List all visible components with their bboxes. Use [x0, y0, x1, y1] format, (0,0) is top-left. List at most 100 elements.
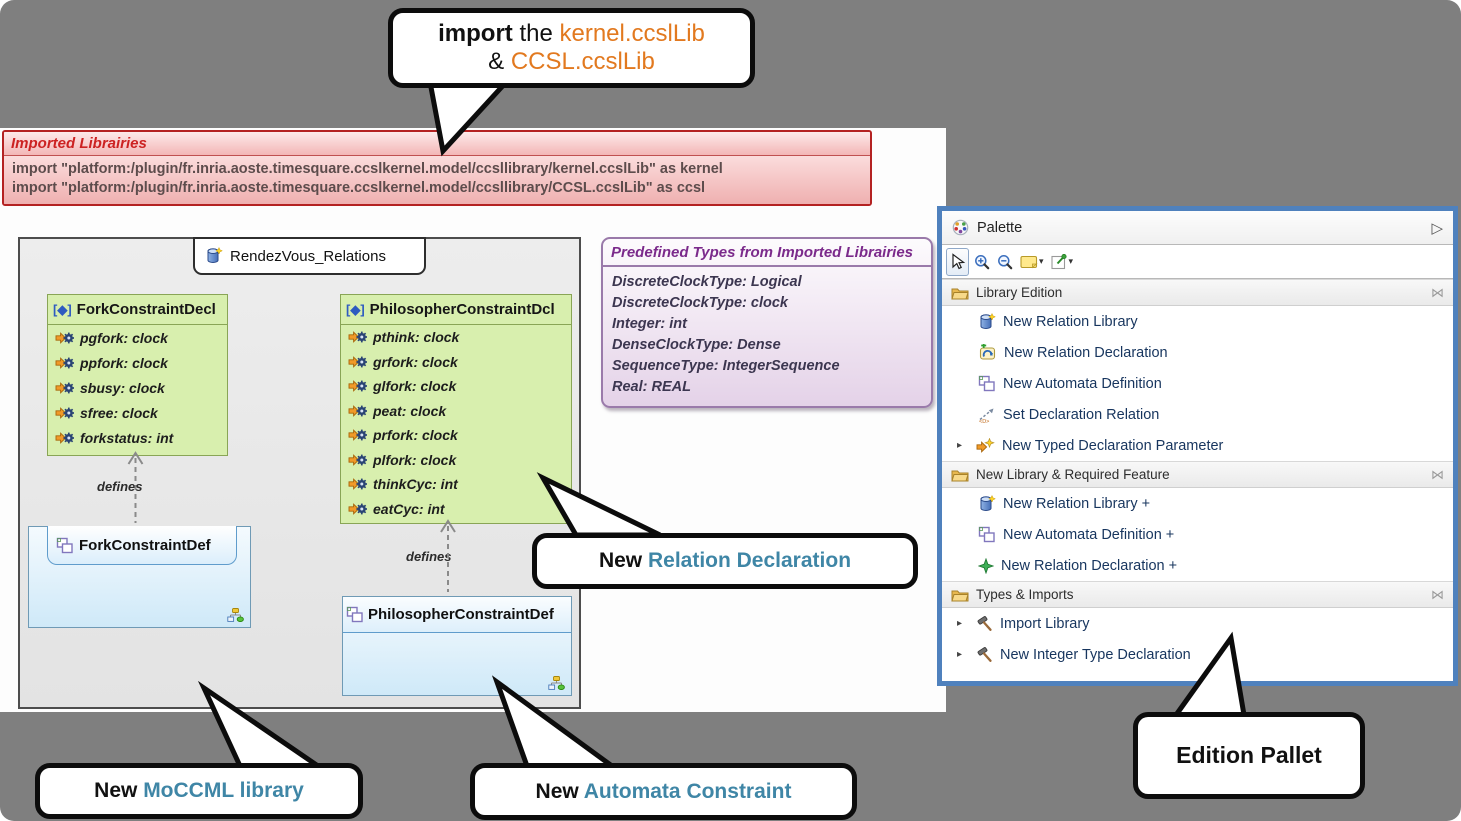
palette-item-new-relation-declaration-plus[interactable]: New Relation Declaration +	[942, 550, 1453, 581]
attribute-row[interactable]: peat: clock	[341, 399, 571, 424]
pin-section-icon[interactable]: ⋈	[1431, 284, 1444, 300]
predefined-type: DiscreteClockType: clock	[612, 295, 788, 311]
attribute-label: prfork: clock	[373, 427, 458, 444]
automata-philosopher-constraint-def[interactable]: PhilosopherConstraintDef	[342, 596, 572, 696]
predefined-type: SequenceType: IntegerSequence	[612, 358, 840, 374]
attribute-row[interactable]: forkstatus: int	[48, 425, 227, 450]
palette-item-import-library[interactable]: ▸ Import Library	[942, 608, 1453, 639]
expander-icon[interactable]: ▸	[957, 440, 963, 451]
dashed-arrow-icon	[978, 406, 996, 423]
callout-text: CCSL.ccslLib	[510, 48, 655, 75]
attribute-row[interactable]: eatCyc: int	[341, 497, 571, 522]
predefined-types-title: Predefined Types from Imported Librairie…	[603, 239, 931, 267]
callout-import-libraries: import the kernel.ccslLib & CCSL.ccslLib	[388, 8, 755, 88]
automata-icon	[978, 526, 996, 543]
dropdown-arrow-icon[interactable]: ▾	[1068, 256, 1074, 266]
defines-edge-label: defines	[97, 479, 143, 494]
subtree-icon	[548, 676, 565, 690]
dropdown-arrow-icon[interactable]: ▾	[1039, 256, 1044, 266]
imported-libraries-panel[interactable]: Imported Librairies import "platform:/pl…	[2, 130, 872, 206]
zoom-in-button[interactable]	[972, 249, 992, 275]
relation-declaration-icon	[978, 344, 997, 361]
expander-icon[interactable]: ▸	[957, 649, 963, 660]
diagram-title-tab[interactable]: RendezVous_Relations	[193, 237, 426, 275]
palette-item-new-relation-library[interactable]: New Relation Library	[942, 306, 1453, 337]
palette-section-types-imports[interactable]: Types & Imports ⋈	[942, 581, 1453, 608]
palette-section-library-edition[interactable]: Library Edition ⋈	[942, 279, 1453, 306]
item-label: New Automata Definition +	[1003, 526, 1175, 543]
attribute-label: peat: clock	[373, 402, 447, 419]
predefined-type: DenseClockType: Dense	[612, 337, 781, 353]
typed-parameter-icon	[976, 438, 995, 453]
automata-header-tab[interactable]: ForkConstraintDef	[47, 526, 237, 565]
callout-text: New	[598, 549, 648, 572]
property-icon	[55, 381, 74, 395]
palette-item-new-automata-definition[interactable]: New Automata Definition	[942, 368, 1453, 399]
collapse-arrow-icon[interactable]: ▷	[1431, 219, 1443, 237]
library-icon	[205, 247, 223, 265]
property-icon	[55, 431, 74, 445]
attribute-row[interactable]: sbusy: clock	[48, 375, 227, 400]
pin-tool-button[interactable]: ▾	[1049, 249, 1076, 275]
automata-header-row[interactable]: PhilosopherConstraintDef	[343, 597, 571, 633]
callout-text: Automata Constraint	[583, 779, 792, 803]
section-label: New Library & Required Feature	[976, 467, 1170, 482]
attribute-label: pthink: clock	[373, 329, 460, 346]
class-philosopher-constraint-decl[interactable]: [◆] PhilosopherConstraintDcl pthink: clo…	[340, 294, 572, 524]
attribute-row[interactable]: grfork: clock	[341, 350, 571, 375]
cursor-icon	[949, 253, 966, 270]
callout-new-relation-declaration: New Relation Declaration	[532, 533, 918, 589]
attribute-label: sfree: clock	[80, 404, 158, 421]
class-name: ForkConstraintDecl	[76, 301, 216, 318]
palette-item-new-integer-type-declaration[interactable]: ▸ New Integer Type Declaration	[942, 639, 1453, 670]
pin-section-icon[interactable]: ⋈	[1431, 586, 1444, 602]
select-tool-button[interactable]	[946, 247, 969, 276]
subtree-icon	[227, 608, 244, 622]
palette-header[interactable]: Palette ▷	[942, 211, 1453, 245]
diagram-canvas[interactable]: RendezVous_Relations [◆] ForkConstraintD…	[18, 237, 581, 709]
item-label: New Relation Declaration	[1004, 344, 1168, 361]
note-tool-button[interactable]: ▾	[1018, 249, 1046, 275]
attribute-row[interactable]: pgfork: clock	[48, 325, 227, 350]
palette-item-new-relation-declaration[interactable]: New Relation Declaration	[942, 337, 1453, 368]
predefined-types-panel[interactable]: Predefined Types from Imported Librairie…	[601, 237, 933, 408]
palette-item-new-automata-definition-plus[interactable]: New Automata Definition +	[942, 519, 1453, 550]
property-icon	[348, 453, 367, 467]
palette-item-new-typed-declaration-parameter[interactable]: ▸ New Typed Declaration Parameter	[942, 430, 1453, 461]
callout-new-moccml-library: New MoCCML library	[35, 763, 363, 819]
callout-text: Edition Pallet	[1176, 742, 1322, 768]
callout-text: kernel.ccslLib	[559, 20, 705, 47]
item-label: New Integer Type Declaration	[1000, 646, 1191, 663]
stereotype-icon: [◆]	[346, 301, 365, 317]
section-label: Types & Imports	[976, 587, 1074, 602]
attribute-row[interactable]: ppfork: clock	[48, 350, 227, 375]
import-statement: import "platform:/plugin/fr.inria.aoste.…	[12, 180, 706, 196]
palette-section-new-library-required-feature[interactable]: New Library & Required Feature ⋈	[942, 461, 1453, 488]
attribute-label: ppfork: clock	[80, 354, 168, 371]
attribute-label: sbusy: clock	[80, 379, 165, 396]
attribute-row[interactable]: thinkCyc: int	[341, 472, 571, 497]
attribute-row[interactable]: prfork: clock	[341, 423, 571, 448]
automata-fork-constraint-def[interactable]: ForkConstraintDef	[28, 526, 251, 628]
attribute-row[interactable]: sfree: clock	[48, 400, 227, 425]
zoom-out-button[interactable]	[995, 249, 1015, 275]
class-header[interactable]: [◆] PhilosopherConstraintDcl	[341, 295, 571, 325]
attribute-row[interactable]: glfork: clock	[341, 374, 571, 399]
palette-item-set-declaration-relation[interactable]: Set Declaration Relation	[942, 399, 1453, 430]
diagram-title: RendezVous_Relations	[230, 247, 386, 265]
class-header[interactable]: [◆] ForkConstraintDecl	[48, 295, 227, 325]
expander-icon[interactable]: ▸	[957, 618, 963, 629]
property-icon	[55, 331, 74, 345]
palette-item-new-relation-library-plus[interactable]: New Relation Library +	[942, 488, 1453, 519]
automata-name: ForkConstraintDef	[79, 536, 211, 554]
import-statement: import "platform:/plugin/fr.inria.aoste.…	[12, 161, 723, 177]
attribute-label: plfork: clock	[373, 451, 457, 468]
class-fork-constraint-decl[interactable]: [◆] ForkConstraintDecl pgfork: clock ppf…	[47, 294, 228, 456]
callout-new-automata-constraint: New Automata Constraint	[470, 763, 857, 820]
pin-section-icon[interactable]: ⋈	[1431, 466, 1444, 482]
attribute-row[interactable]: plfork: clock	[341, 448, 571, 473]
attribute-row[interactable]: pthink: clock	[341, 325, 571, 350]
palette-icon	[952, 219, 969, 236]
attribute-label: pgfork: clock	[80, 329, 168, 346]
class-name: PhilosopherConstraintDcl	[369, 301, 555, 318]
